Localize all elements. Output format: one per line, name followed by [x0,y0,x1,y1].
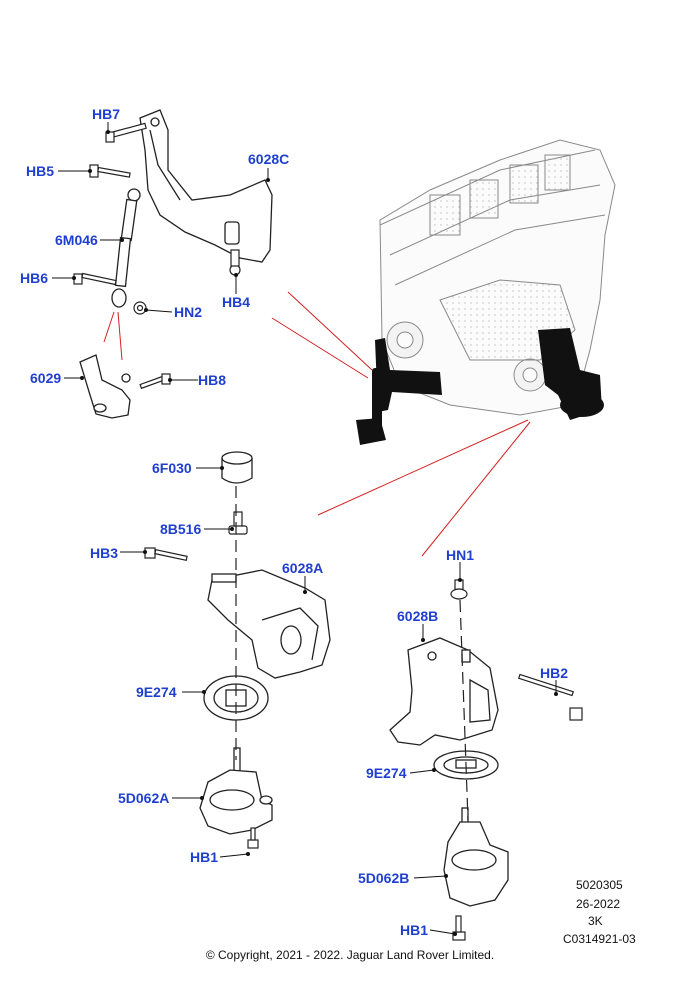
callout-hb7: HB7 [92,106,121,122]
callout-6028b: 6028B [397,608,439,624]
stud-8b516 [228,511,248,535]
callout-hb5: HB5 [26,163,55,179]
callout-hb2: HB2 [540,665,569,681]
callout-5d062a: 5D062A [118,790,170,806]
callout-hb6: HB6 [20,270,49,286]
callout-6m046: 6M046 [55,232,98,248]
bracket-6029 [79,354,131,419]
centreline-right [459,599,469,821]
bolt-hb1-left [247,827,259,849]
bolt-hb8 [139,373,171,390]
copyright-notice: © Copyright, 2021 - 2022. Jaguar Land Ro… [205,948,495,962]
reference-illustration-id: C0314921-03 [563,932,636,946]
nut-hn1 [450,579,468,600]
bracket-6028c [139,109,273,263]
engine-mounts-highlight [356,328,604,445]
callout-hb8: HB8 [198,372,227,388]
callout-9e274-right: 9E274 [366,765,407,781]
bolt-hb6 [73,272,117,286]
bracket-6028a [207,569,331,679]
callout-6029: 6029 [30,370,62,386]
reference-date-code: 26-2022 [576,897,621,911]
mount-5d062b [443,807,509,907]
callout-hb1-right: HB1 [400,922,429,938]
callout-9e274-left: 9E274 [136,684,177,700]
callout-hb4: HB4 [222,294,251,310]
leader-dots [72,130,558,936]
leader-lines [52,122,557,935]
callout-6028a: 6028A [282,560,324,576]
callout-8b516: 8B516 [160,521,202,537]
nut-hn2 [133,301,147,315]
bracket-6028b [389,637,499,746]
callout-6028c: 6028C [248,151,290,167]
bolt-hb3 [144,547,188,561]
bolt-hb5 [89,164,131,178]
bush-6f030 [221,451,253,484]
callout-hn1: HN1 [446,547,475,563]
strut-6m046 [111,188,141,308]
bolt-hb7 [105,122,147,143]
mount-5d062a [199,747,273,835]
callout-hb1-left: HB1 [190,849,219,865]
callout-5d062b: 5D062B [358,870,410,886]
callout-hb3: HB3 [90,545,119,561]
bolt-hb1-right [452,915,466,941]
callout-hn2: HN2 [174,304,203,320]
reference-number: 5020305 [576,878,623,892]
reference-revision: 3K [588,914,603,928]
callout-6f030: 6F030 [152,460,192,476]
nut-hb4 [229,249,241,276]
guide-lines [103,291,531,557]
bolt-hb2 [517,673,583,721]
